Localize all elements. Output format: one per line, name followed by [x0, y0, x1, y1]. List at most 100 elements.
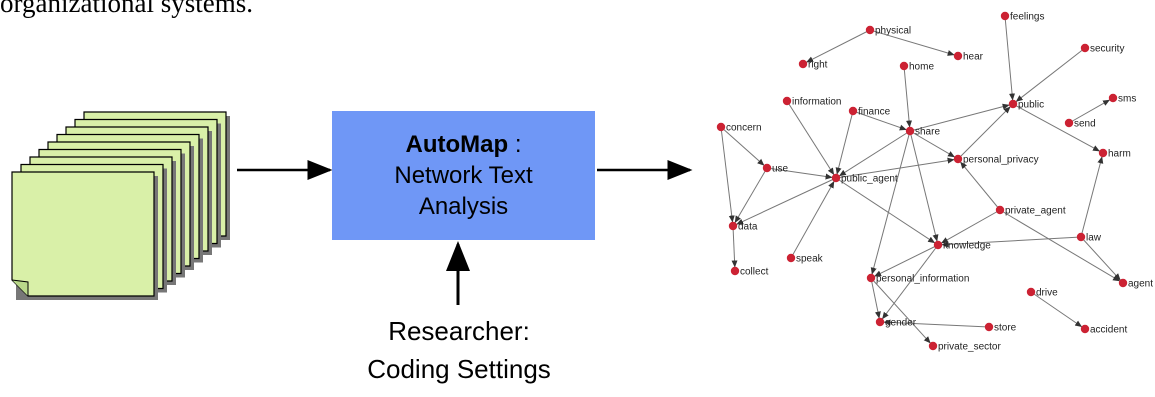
network-node-label: share [915, 127, 940, 138]
network-node [1098, 148, 1108, 158]
network-node-label: data [738, 222, 758, 233]
network-edge [1004, 15, 1016, 101]
network-node-label: agent [1128, 279, 1153, 290]
network-edge [1015, 47, 1086, 102]
network-edge [909, 130, 955, 158]
network-edge [999, 209, 1120, 282]
network-node-label: personal_privacy [963, 155, 1039, 166]
network-node-label: private_agent [1005, 206, 1066, 217]
network-node-label: harm [1108, 149, 1131, 160]
network-node-label: hear [963, 52, 984, 63]
network-edge [835, 110, 854, 175]
network-node-label: speak [796, 254, 824, 265]
network-node-label: knowledge [943, 241, 991, 252]
network-edge [786, 100, 835, 176]
network-node [953, 51, 963, 61]
network-node-label: public_agent [841, 174, 898, 185]
network-edge [790, 181, 835, 259]
network-node-label: sms [1118, 94, 1136, 105]
network-node-label: right [808, 60, 828, 71]
network-edge [941, 236, 1082, 248]
network-edge [720, 126, 735, 223]
network-node [762, 163, 772, 173]
network-edge [882, 244, 939, 320]
network-edge [1080, 156, 1104, 238]
network-edge [903, 65, 913, 128]
network-node [1080, 324, 1090, 334]
network-edge [736, 177, 837, 225]
network-edge [1080, 236, 1121, 281]
network-edge [720, 126, 765, 166]
automap-title: AutoMap [405, 131, 509, 158]
network-edge [960, 161, 1001, 211]
network-node [995, 205, 1005, 215]
network-edge [766, 167, 833, 180]
network-node-label: drive [1036, 288, 1058, 299]
network-node-label: private_sector [938, 342, 1001, 353]
network-node-label: home [909, 62, 934, 73]
network-node [905, 126, 915, 136]
network-node-label: concern [726, 123, 762, 134]
network-node-label: public [1018, 100, 1044, 111]
network-edge [838, 130, 911, 177]
researcher-line2: Coding Settings [367, 354, 551, 384]
network-node-label: feelings [1010, 12, 1044, 23]
document-page [11, 171, 155, 297]
network-node [848, 106, 858, 116]
page-fold [11, 279, 29, 296]
network-edge [835, 157, 955, 179]
network-node-label: law [1086, 233, 1102, 244]
network-edge [883, 319, 990, 328]
network-node [798, 59, 808, 69]
network-edge [806, 29, 871, 63]
network-node-label: collect [740, 267, 769, 278]
network-node [728, 221, 738, 231]
network-edge [909, 103, 1010, 132]
network-node [866, 273, 876, 283]
network-edge [870, 277, 881, 319]
network-edge [870, 130, 911, 275]
network-node [875, 317, 885, 327]
network-edge [1068, 99, 1110, 124]
network-node [730, 266, 740, 276]
network-node [831, 173, 841, 183]
document-pages [11, 111, 230, 300]
automap-line1: Network Text [394, 162, 533, 189]
network-node [933, 240, 943, 250]
network-node [1064, 118, 1074, 128]
network-edge [1030, 291, 1083, 328]
intro-text: organizational systems. [0, 0, 253, 18]
researcher-line1: Researcher: [388, 316, 530, 346]
network-node [1108, 93, 1118, 103]
network-edge [852, 110, 907, 131]
network-edge [835, 177, 936, 244]
automap-line2: Analysis [418, 193, 509, 220]
network-edge [957, 106, 1011, 160]
network-node [1118, 278, 1128, 288]
network-edge [909, 130, 939, 242]
network-node-label: gender [885, 318, 917, 329]
network-edge [869, 29, 955, 56]
network-edge [870, 277, 931, 344]
network-node-label: personal_information [876, 274, 969, 285]
network-node [1026, 287, 1036, 297]
researcher-label: Researcher: Coding Settings [296, 312, 622, 388]
document-stack [11, 111, 230, 300]
network-node-label: use [772, 164, 789, 175]
network-node [1076, 232, 1086, 242]
automap-box: AutoMap : Network Text Analysis [332, 111, 595, 240]
network-edge [941, 209, 1001, 244]
network-node [786, 253, 796, 263]
network-edges [720, 15, 1121, 344]
network-node [1000, 11, 1010, 21]
network-node-label: store [994, 323, 1017, 334]
network-node [865, 25, 875, 35]
network-edge [731, 225, 738, 268]
network-node [782, 96, 792, 106]
network-node [1080, 43, 1090, 53]
network-node-label: security [1090, 44, 1124, 55]
network-node [928, 341, 938, 351]
